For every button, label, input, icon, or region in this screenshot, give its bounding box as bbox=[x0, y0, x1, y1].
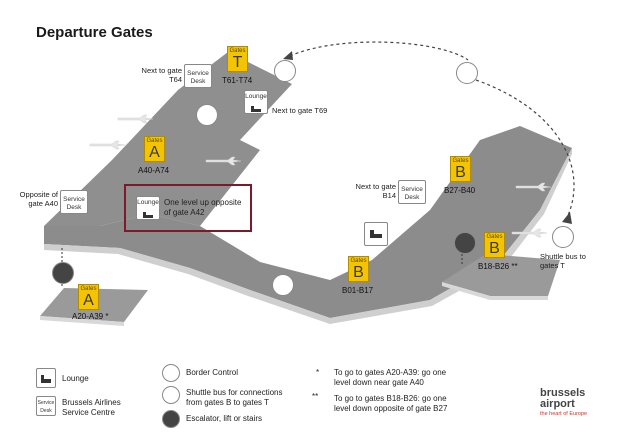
gate-sign-b27: Gates B bbox=[450, 156, 471, 182]
legend-border-control-label: Border Control bbox=[186, 368, 239, 377]
connector-floor bbox=[44, 126, 572, 318]
label-shuttle-bus-t: Shuttle bus to gates T bbox=[540, 252, 586, 270]
gate-heading: Gates bbox=[229, 48, 246, 54]
gate-range-t: T61-T74 bbox=[222, 76, 253, 85]
service-desk-b14: Service Desk bbox=[398, 180, 426, 204]
shuttle-route bbox=[289, 41, 469, 61]
brand-tagline: the heart of Europe bbox=[540, 411, 588, 417]
lounge-t69: Lounge bbox=[244, 90, 268, 114]
legend-lounge-label: Lounge bbox=[62, 374, 89, 383]
gate-letter: B bbox=[489, 240, 500, 257]
legend-note2: To go to gates B18-B26: go one level dow… bbox=[334, 394, 448, 413]
highlight-box bbox=[124, 184, 252, 232]
service-desk-t64: Service Desk bbox=[184, 64, 212, 88]
brand-name-2: airport bbox=[540, 398, 575, 410]
gate-heading: Gates bbox=[146, 138, 163, 144]
escalator-icon bbox=[52, 262, 74, 284]
gate-range-b27: B27-B40 bbox=[444, 186, 476, 195]
label-next-t64: Next to gate T64 bbox=[141, 66, 182, 84]
pier-a-lower-edge bbox=[40, 316, 124, 326]
legend-escalator-label: Escalator, lift or stairs bbox=[186, 414, 263, 423]
legend-escalator-icon bbox=[162, 410, 180, 428]
label-one-level-up: One level up opposite of gate A42 bbox=[164, 198, 242, 217]
gate-letter: B bbox=[455, 164, 466, 181]
pier-b-lower-edge bbox=[442, 282, 548, 300]
gate-heading: Gates bbox=[486, 234, 503, 240]
airplane-icon bbox=[117, 114, 154, 124]
legend-shuttle-bus-label: Shuttle bus for connections from gates B… bbox=[186, 388, 283, 407]
gate-sign-b01: Gates B bbox=[348, 256, 369, 282]
shuttle-bus-icon bbox=[552, 226, 574, 248]
gate-heading: Gates bbox=[350, 258, 367, 264]
service-desk-a40: Service Desk bbox=[60, 190, 88, 214]
lounge-b bbox=[364, 222, 388, 246]
gate-range-a40: A40-A74 bbox=[138, 166, 170, 175]
gate-sign-a: Gates A bbox=[144, 136, 165, 162]
gate-letter: A bbox=[83, 292, 94, 309]
legend-note1-mark: * bbox=[316, 368, 320, 377]
lounge-chair-icon bbox=[251, 105, 261, 112]
gate-range-b18: B18-B26 ** bbox=[478, 262, 518, 271]
gate-heading: Gates bbox=[452, 158, 469, 164]
airplane-icon bbox=[89, 140, 126, 150]
legend-lounge-icon bbox=[36, 368, 56, 388]
gate-sign-b18: Gates B bbox=[484, 232, 505, 258]
gate-range-b01: B01-B17 bbox=[342, 286, 374, 295]
airplane-icon bbox=[511, 228, 548, 238]
border-control-icon bbox=[196, 104, 218, 126]
shuttle-route-2 bbox=[475, 79, 575, 221]
pier-a-floor bbox=[44, 52, 292, 226]
legend-service-centre-label: Brussels Airlines Service Centre bbox=[62, 398, 121, 417]
gate-letter: B bbox=[353, 264, 364, 281]
gate-sign-a20: Gates A bbox=[78, 284, 99, 310]
lounge-a42: Lounge bbox=[136, 196, 160, 220]
legend-service-desk-icon: Service Desk bbox=[36, 396, 56, 416]
escalator-icon bbox=[454, 232, 476, 254]
shuttle-bus-icon bbox=[274, 60, 296, 82]
gate-letter: A bbox=[149, 144, 160, 161]
label-next-t69: Next to gate T69 bbox=[272, 106, 328, 115]
airplane-icon bbox=[515, 182, 552, 192]
label-opposite-a40: Opposite of gate A40 bbox=[19, 190, 58, 208]
legend-shuttle-bus-icon bbox=[162, 386, 180, 404]
gate-heading: Gates bbox=[80, 286, 97, 292]
airplane-icon bbox=[205, 156, 242, 166]
legend-note1: To go to gates A20-A39: go one level dow… bbox=[334, 368, 447, 387]
brand-logo: brussels airport the heart of Europe bbox=[540, 388, 587, 418]
lounge-chair-icon bbox=[143, 211, 153, 218]
gate-range-a20: A20-A39 * bbox=[72, 312, 109, 321]
shuttle-stop-icon bbox=[456, 62, 478, 84]
arrow-head-icon bbox=[562, 212, 572, 224]
lounge-chair-icon bbox=[370, 230, 382, 238]
arrow-head-icon bbox=[283, 51, 293, 60]
lounge-chair-icon bbox=[41, 375, 51, 383]
pier-b-lower-floor bbox=[442, 254, 560, 296]
legend-note2-mark: ** bbox=[312, 392, 319, 401]
brand-name-1: brussels bbox=[540, 387, 586, 399]
gate-sign-t: Gates T bbox=[227, 46, 248, 72]
gate-letter: T bbox=[232, 54, 243, 71]
page-title: Departure Gates bbox=[36, 24, 153, 41]
label-next-b14: Next to gate B14 bbox=[355, 182, 396, 200]
border-control-icon bbox=[272, 274, 294, 296]
legend-border-control-icon bbox=[162, 364, 180, 382]
